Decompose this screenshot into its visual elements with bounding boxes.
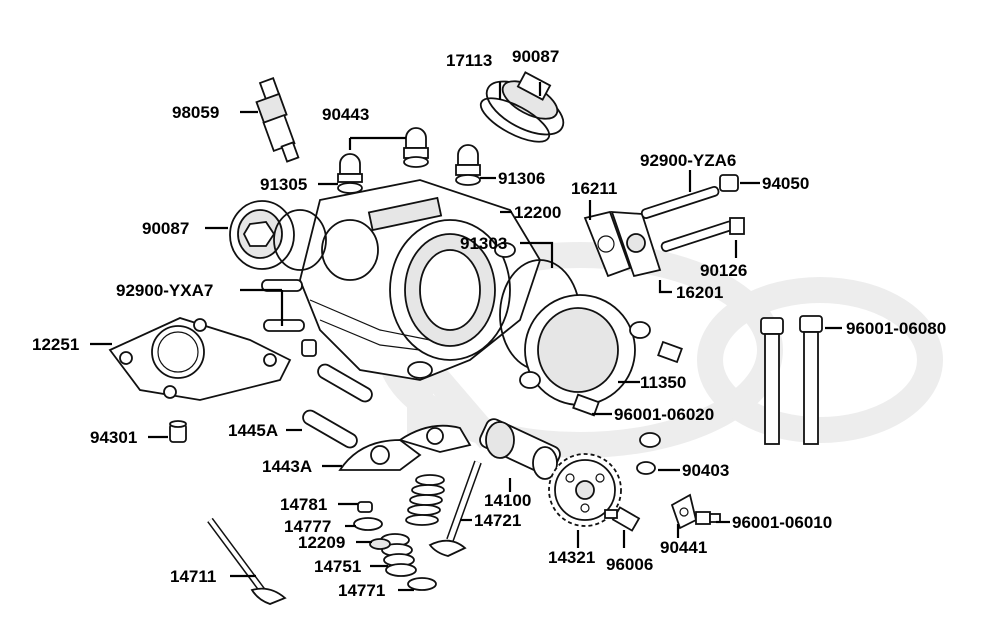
label-11350[interactable]: 11350 <box>640 373 686 392</box>
leader-lines <box>90 82 842 592</box>
label-12251[interactable]: 12251 <box>32 335 79 354</box>
part-labels: 98059 90443 17113 90087 91305 91306 9290… <box>32 47 946 600</box>
valve-cotter[interactable] <box>357 501 373 513</box>
sprocket-bolt[interactable] <box>604 506 641 532</box>
rocker-arm[interactable] <box>338 424 472 471</box>
nut-94050[interactable] <box>719 174 739 192</box>
label-14781[interactable]: 14781 <box>280 495 327 514</box>
cylinder-cover-11350[interactable] <box>519 294 651 406</box>
label-91305[interactable]: 91305 <box>260 175 307 194</box>
valve-stem-seal[interactable] <box>369 538 391 550</box>
label-96001-06080[interactable]: 96001-06080 <box>846 319 946 338</box>
valve-exhaust[interactable] <box>207 517 287 605</box>
label-12209[interactable]: 12209 <box>298 533 345 552</box>
label-98059[interactable]: 98059 <box>172 103 219 122</box>
label-90441[interactable]: 90441 <box>660 538 707 557</box>
valve-spring-seat[interactable] <box>407 577 437 591</box>
washer[interactable] <box>636 432 661 475</box>
label-14711[interactable]: 14711 <box>170 567 216 586</box>
stud-bolt[interactable] <box>640 185 720 219</box>
dowel-sleeve[interactable] <box>169 420 187 443</box>
label-90443[interactable]: 90443 <box>322 105 369 124</box>
label-12200[interactable]: 12200 <box>514 203 561 222</box>
label-14777[interactable]: 14777 <box>284 517 331 536</box>
side-cover-plug[interactable] <box>229 200 295 270</box>
tappet-cover-cap[interactable] <box>479 71 572 146</box>
camshaft[interactable] <box>477 417 562 480</box>
bolt-90126[interactable] <box>660 217 745 253</box>
label-17113[interactable]: 17113 <box>446 51 492 70</box>
bolt-small[interactable] <box>657 340 683 364</box>
label-92900-yza6[interactable]: 92900-YZA6 <box>640 151 736 170</box>
o-ring-side[interactable] <box>273 209 327 271</box>
label-90087-top[interactable]: 90087 <box>512 47 559 66</box>
label-90126[interactable]: 90126 <box>700 261 747 280</box>
dowel-small[interactable] <box>301 339 317 357</box>
label-91306[interactable]: 91306 <box>498 169 545 188</box>
label-14100[interactable]: 14100 <box>484 491 531 510</box>
long-bolt[interactable] <box>799 315 823 445</box>
long-bolt[interactable] <box>760 317 784 445</box>
label-16201[interactable]: 16201 <box>676 283 723 302</box>
insulator-gasket[interactable] <box>583 210 632 278</box>
valve-retainer[interactable] <box>353 517 383 531</box>
bolt-96001-06010[interactable] <box>695 511 721 525</box>
label-91303[interactable]: 91303 <box>460 234 507 253</box>
cap-nut[interactable] <box>403 127 429 168</box>
bracket[interactable] <box>670 493 698 530</box>
label-14771[interactable]: 14771 <box>338 581 385 600</box>
label-96006[interactable]: 96006 <box>606 555 653 574</box>
label-14721[interactable]: 14721 <box>474 511 521 530</box>
label-16211[interactable]: 16211 <box>571 179 617 198</box>
valve-spring[interactable] <box>405 474 445 526</box>
cam-sprocket[interactable] <box>548 453 622 527</box>
cap-nut[interactable] <box>455 144 481 186</box>
label-94050[interactable]: 94050 <box>762 174 809 193</box>
insulator-flange[interactable] <box>610 211 662 278</box>
valve-intake[interactable] <box>428 460 482 557</box>
spark-plug[interactable] <box>255 77 300 163</box>
label-90087-left[interactable]: 90087 <box>142 219 189 238</box>
label-14321[interactable]: 14321 <box>548 548 595 567</box>
head-gasket[interactable] <box>108 317 292 401</box>
label-90403[interactable]: 90403 <box>682 461 729 480</box>
label-92900-yxa7[interactable]: 92900-YXA7 <box>116 281 213 300</box>
label-94301[interactable]: 94301 <box>90 428 137 447</box>
cap-nut[interactable] <box>337 153 363 194</box>
label-96001-06020[interactable]: 96001-06020 <box>614 405 714 424</box>
label-1443a[interactable]: 1443A <box>262 457 312 476</box>
label-14751[interactable]: 14751 <box>314 557 361 576</box>
cylinder-head[interactable] <box>299 179 541 381</box>
o-ring-top[interactable] <box>475 90 555 150</box>
label-1445a[interactable]: 1445A <box>228 421 278 440</box>
label-96001-06010[interactable]: 96001-06010 <box>732 513 832 532</box>
bolt-96001-06020[interactable] <box>572 393 600 417</box>
rocker-shaft[interactable] <box>301 362 375 450</box>
